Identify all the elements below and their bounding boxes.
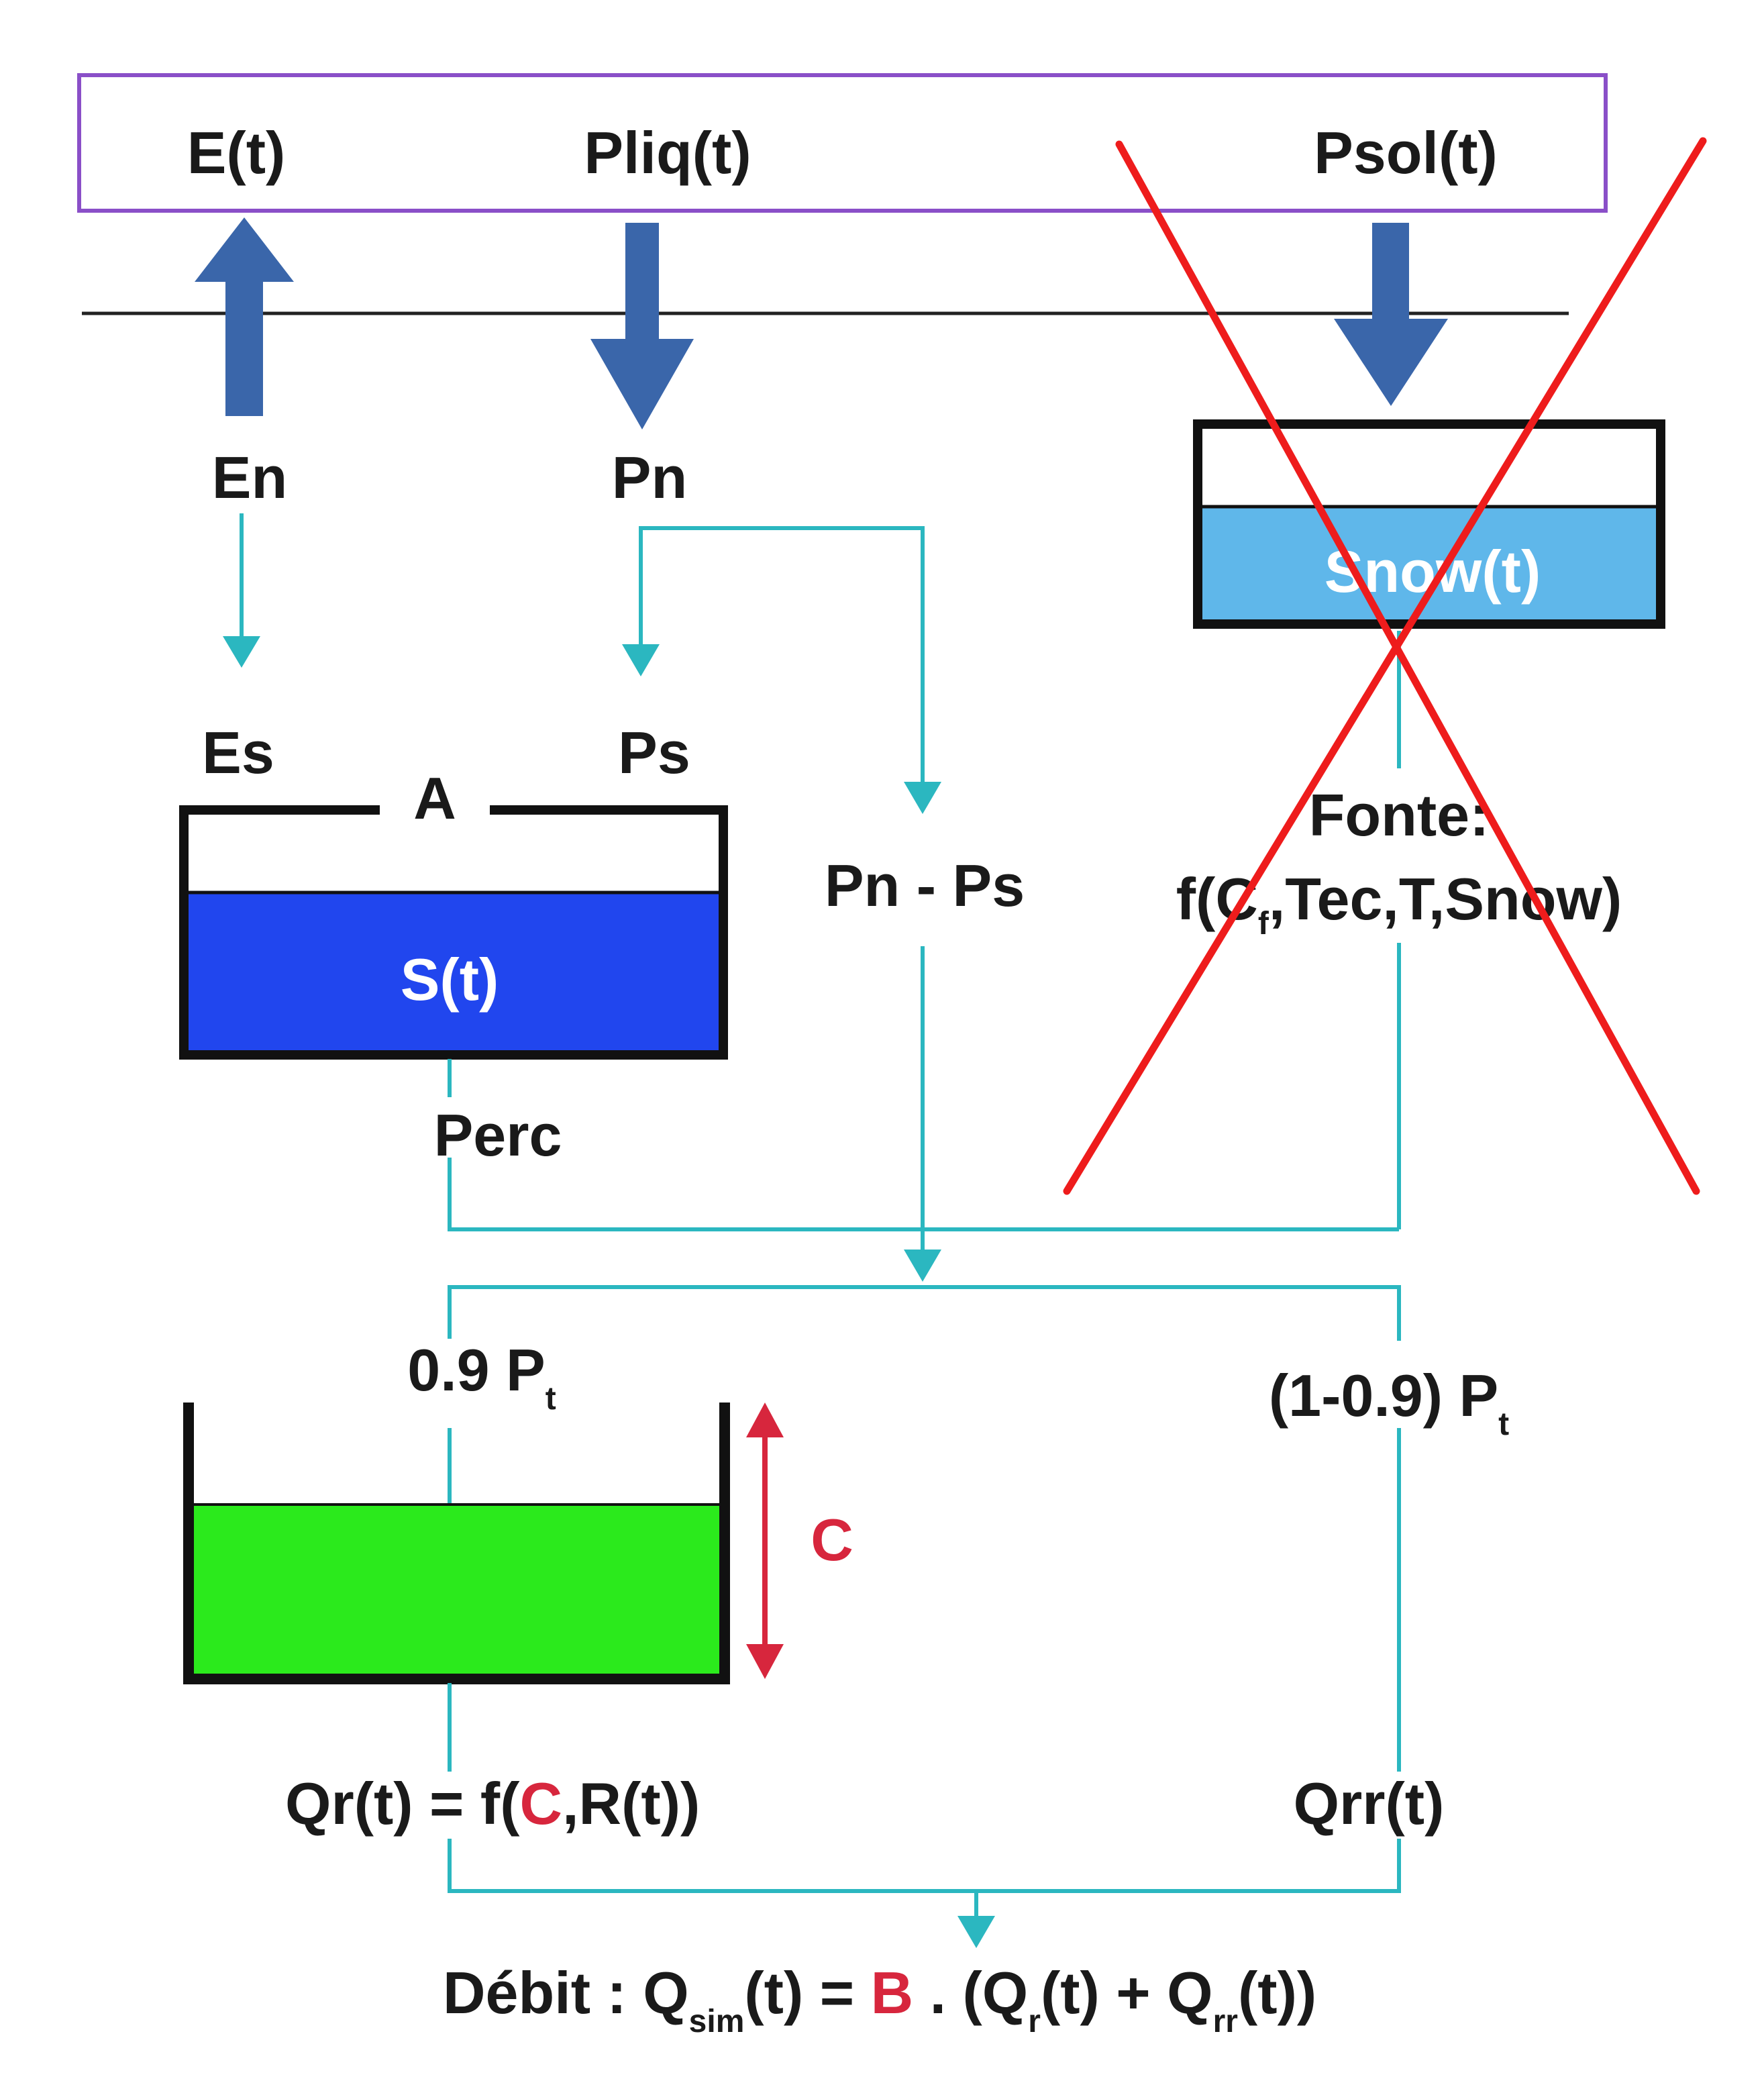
routing-capacity-label: C — [811, 1507, 853, 1573]
liquid-precip-down-arrow — [590, 223, 694, 429]
snow-module-cross-out — [1063, 137, 1707, 1195]
input-header-box — [77, 73, 1608, 213]
split-flow — [448, 1285, 1401, 1772]
percolation-label: Perc — [434, 1102, 562, 1168]
outflow-lines — [448, 1683, 1401, 1919]
routing-capacity-arrow — [746, 1403, 784, 1679]
soil-store-tank — [179, 805, 728, 1060]
effective-rain-label: Pn - Ps — [825, 852, 1025, 919]
solid-precip-down-arrow — [1334, 223, 1448, 406]
liquid-precip-label: Pliq(t) — [584, 119, 751, 186]
en-to-es-arrowhead — [223, 636, 260, 668]
soil-evap-label: Es — [202, 719, 274, 786]
melt-function: f(Cf,Tec,T,Snow) — [1176, 866, 1622, 941]
split-right-label: (1-0.9) Pt — [1269, 1362, 1509, 1442]
soil-precip-label: Ps — [618, 719, 690, 786]
soil-store-label: S(t) — [401, 946, 499, 1013]
melt-title: Fonte: — [1309, 782, 1490, 848]
split-left-label: 0.9 Pt — [407, 1337, 556, 1417]
solid-precip-label: Psol(t) — [1314, 119, 1498, 186]
evap-input-label: E(t) — [187, 119, 286, 186]
routing-store-tank — [183, 1403, 730, 1684]
pn-to-ps-arrowhead — [622, 644, 660, 676]
outflow-arrowhead — [957, 1916, 995, 1948]
snow-store-water — [1198, 507, 1661, 624]
output-equation: Débit : Qsim(t) = B . (Qr(t) + Qrr(t)) — [443, 1959, 1316, 2039]
net-precip-label: Pn — [612, 444, 687, 511]
routing-store-water — [189, 1505, 725, 1679]
net-evap-label: En — [212, 444, 287, 511]
pn-split-flow — [639, 526, 925, 785]
evap-up-arrow — [195, 217, 294, 416]
collector-arrowhead — [904, 1250, 941, 1282]
qr-equation: Qr(t) = f(C,R(t)) — [285, 1770, 700, 1837]
soil-capacity-label: A — [413, 765, 456, 831]
qrr-label: Qrr(t) — [1294, 1770, 1445, 1837]
pn-to-effective-arrowhead — [904, 782, 941, 814]
snow-store-tank — [1193, 419, 1665, 629]
collector-flow — [448, 946, 1399, 1255]
soil-store-water — [184, 893, 723, 1055]
